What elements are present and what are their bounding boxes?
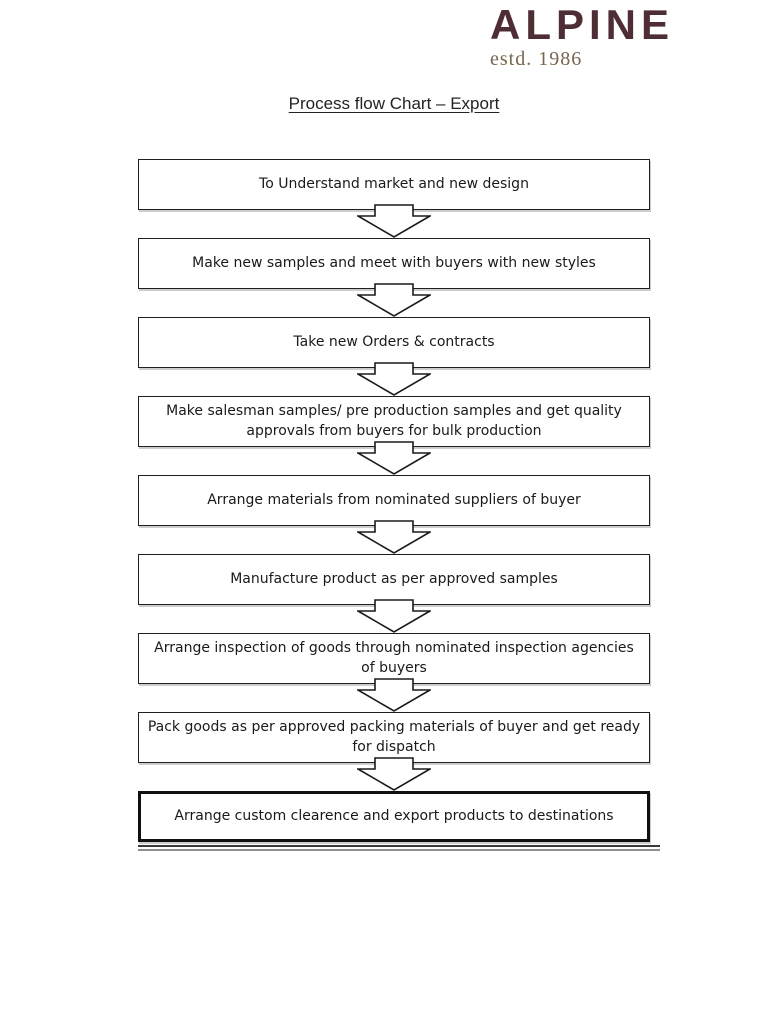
flow-step: Pack goods as per approved packing mater… [138, 712, 650, 763]
flow-step-label: Pack goods as per approved packing mater… [147, 718, 641, 755]
flow-step-label: Arrange custom clearence and export prod… [174, 807, 614, 824]
flow-step: Arrange inspection of goods through nomi… [138, 633, 650, 684]
flow-step: Take new Orders & contracts [138, 317, 650, 368]
alpine-logo: ALPINE estd. 1986 [490, 4, 674, 71]
down-arrow-icon [357, 757, 431, 791]
flow-step: Make new samples and meet with buyers wi… [138, 238, 650, 289]
down-arrow-icon [357, 283, 431, 317]
flow-step-label: Arrange inspection of goods through nomi… [154, 639, 634, 676]
flow-step-label: To Understand market and new design [259, 175, 529, 192]
process-flow-chart: To Understand market and new design Make… [138, 159, 660, 851]
down-arrow-icon [357, 678, 431, 712]
down-arrow-icon [357, 520, 431, 554]
flow-step-label: Manufacture product as per approved samp… [230, 570, 558, 587]
down-arrow-icon [357, 362, 431, 396]
flow-step: Make salesman samples/ pre production sa… [138, 396, 650, 447]
flow-step: Arrange custom clearence and export prod… [138, 791, 650, 842]
flow-step-label: Make new samples and meet with buyers wi… [192, 254, 596, 271]
logo-estd-text: estd. 1986 [490, 48, 583, 70]
bottom-rule-divider [138, 845, 660, 851]
flow-step-label: Arrange materials from nominated supplie… [207, 491, 581, 508]
flow-step-label: Make salesman samples/ pre production sa… [166, 402, 622, 439]
down-arrow-icon [357, 204, 431, 238]
down-arrow-icon [357, 441, 431, 475]
flow-step: Manufacture product as per approved samp… [138, 554, 650, 605]
logo-wordmark: ALPINE [490, 1, 675, 48]
page-title: Process flow Chart – Export [288, 94, 500, 113]
down-arrow-icon [357, 599, 431, 633]
flow-step: To Understand market and new design [138, 159, 650, 210]
flow-step: Arrange materials from nominated supplie… [138, 475, 650, 526]
flow-step-label: Take new Orders & contracts [293, 333, 495, 350]
